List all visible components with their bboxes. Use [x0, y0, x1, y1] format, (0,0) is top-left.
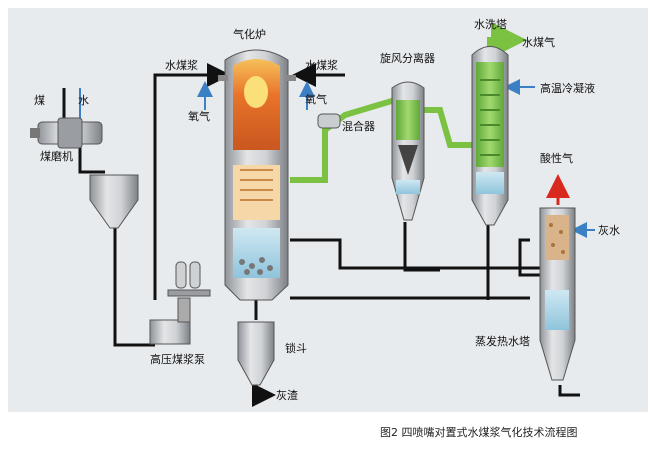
label-hot-condensate: 高温冷凝液 [540, 81, 595, 95]
label-gasifier: 气化炉 [233, 27, 266, 41]
wash-tower [471, 46, 509, 226]
label-slurry-right: 水煤浆 [305, 58, 338, 72]
label-mixer: 混合器 [342, 119, 375, 133]
slurry-tank [89, 174, 139, 229]
label-oxygen-right: 氧气 [305, 92, 327, 106]
label-slurry-left: 水煤浆 [165, 58, 198, 72]
label-coal: 煤 [34, 94, 45, 107]
black-pipes [62, 63, 580, 407]
cyclone-separator [391, 81, 425, 221]
lock-hopper [237, 321, 275, 386]
label-lock-hopper: 锁斗 [285, 341, 307, 355]
figure-caption: 图2 四喷嘴对置式水煤浆气化技术流程图 [380, 425, 578, 439]
high-pressure-pump [149, 261, 211, 345]
quench-section [233, 165, 280, 220]
quench-water [233, 228, 280, 278]
label-washer: 水洗塔 [474, 18, 507, 31]
label-evap-tower: 蒸发热水塔 [475, 334, 530, 348]
label-oxygen-left: 氧气 [188, 109, 210, 123]
label-cyclone: 旋风分离器 [380, 51, 435, 65]
coal-mill [30, 117, 103, 149]
evaporation-hot-water-tower [539, 207, 576, 381]
gasifier [218, 49, 296, 301]
label-acid-gas: 酸性气 [540, 151, 573, 165]
label-slag: 灰渣 [276, 388, 298, 402]
blue-pipes [79, 79, 595, 238]
label-coal-mill: 煤磨机 [40, 149, 73, 163]
label-hp-pump: 高压煤浆泵 [150, 352, 205, 366]
mixer [317, 113, 341, 129]
label-grey-water: 灰水 [598, 223, 620, 237]
label-syngas: 水煤气 [522, 35, 555, 49]
label-water: 水 [78, 94, 89, 107]
